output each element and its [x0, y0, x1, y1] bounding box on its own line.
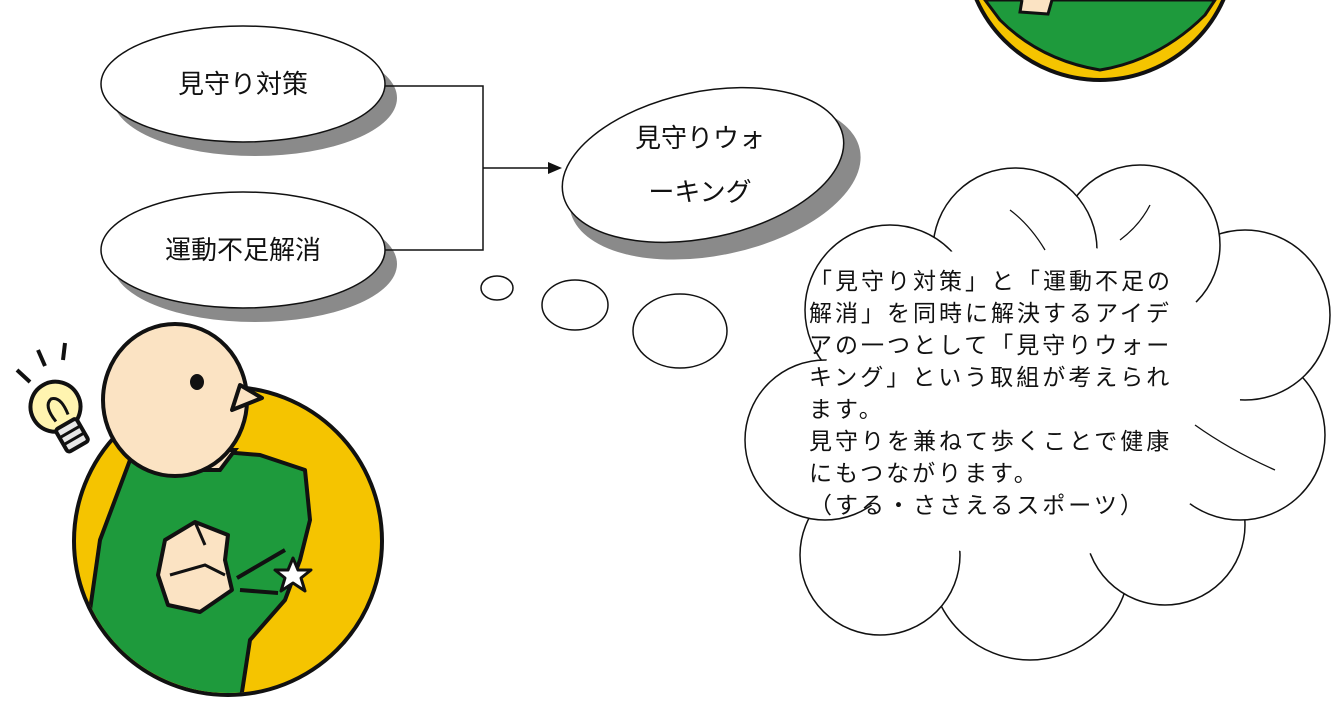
star-icon	[273, 556, 313, 593]
cloud-text: 「見守り対策」と「運動不足の 解消」を同時に解決するアイデ アの一つとして「見守…	[809, 266, 1249, 522]
node-result: 見守りウォ ーキング	[561, 86, 861, 260]
cloud-line: （する・ささえるスポーツ）	[809, 493, 1146, 519]
thought-cloud	[744, 164, 1331, 661]
cloud-line: 「見守り対策」と「運動不足の	[809, 269, 1173, 295]
cloud-line: 見守りを兼ねて歩くことで健康	[809, 429, 1173, 455]
character-top-right	[974, 0, 1226, 82]
node-mimamori-taisaku: 見守り対策	[100, 25, 397, 156]
node-undou-busoku: 運動不足解消	[100, 191, 397, 322]
cloud-line: にもつながります。	[809, 461, 1040, 487]
node-label-result-2: ーキング	[648, 178, 751, 208]
character-bottom-left	[15, 322, 384, 697]
cloud-line: キング」という取組が考えられ	[809, 365, 1173, 391]
arrowhead	[548, 162, 562, 174]
cloud-line: 解消」を同時に解決するアイデ	[809, 301, 1172, 327]
node-label-undou-busoku: 運動不足解消	[165, 236, 321, 266]
cloud-line: アの一つとして「見守りウォー	[809, 333, 1173, 359]
node-label-mimamori-taisaku: 見守り対策	[178, 70, 308, 100]
cloud-line: ます。	[809, 397, 885, 423]
connector-lines	[385, 85, 552, 251]
thought-bubbles	[480, 275, 728, 369]
lightbulb-icon	[15, 342, 90, 454]
node-label-result-1: 見守りウォ	[635, 124, 765, 154]
